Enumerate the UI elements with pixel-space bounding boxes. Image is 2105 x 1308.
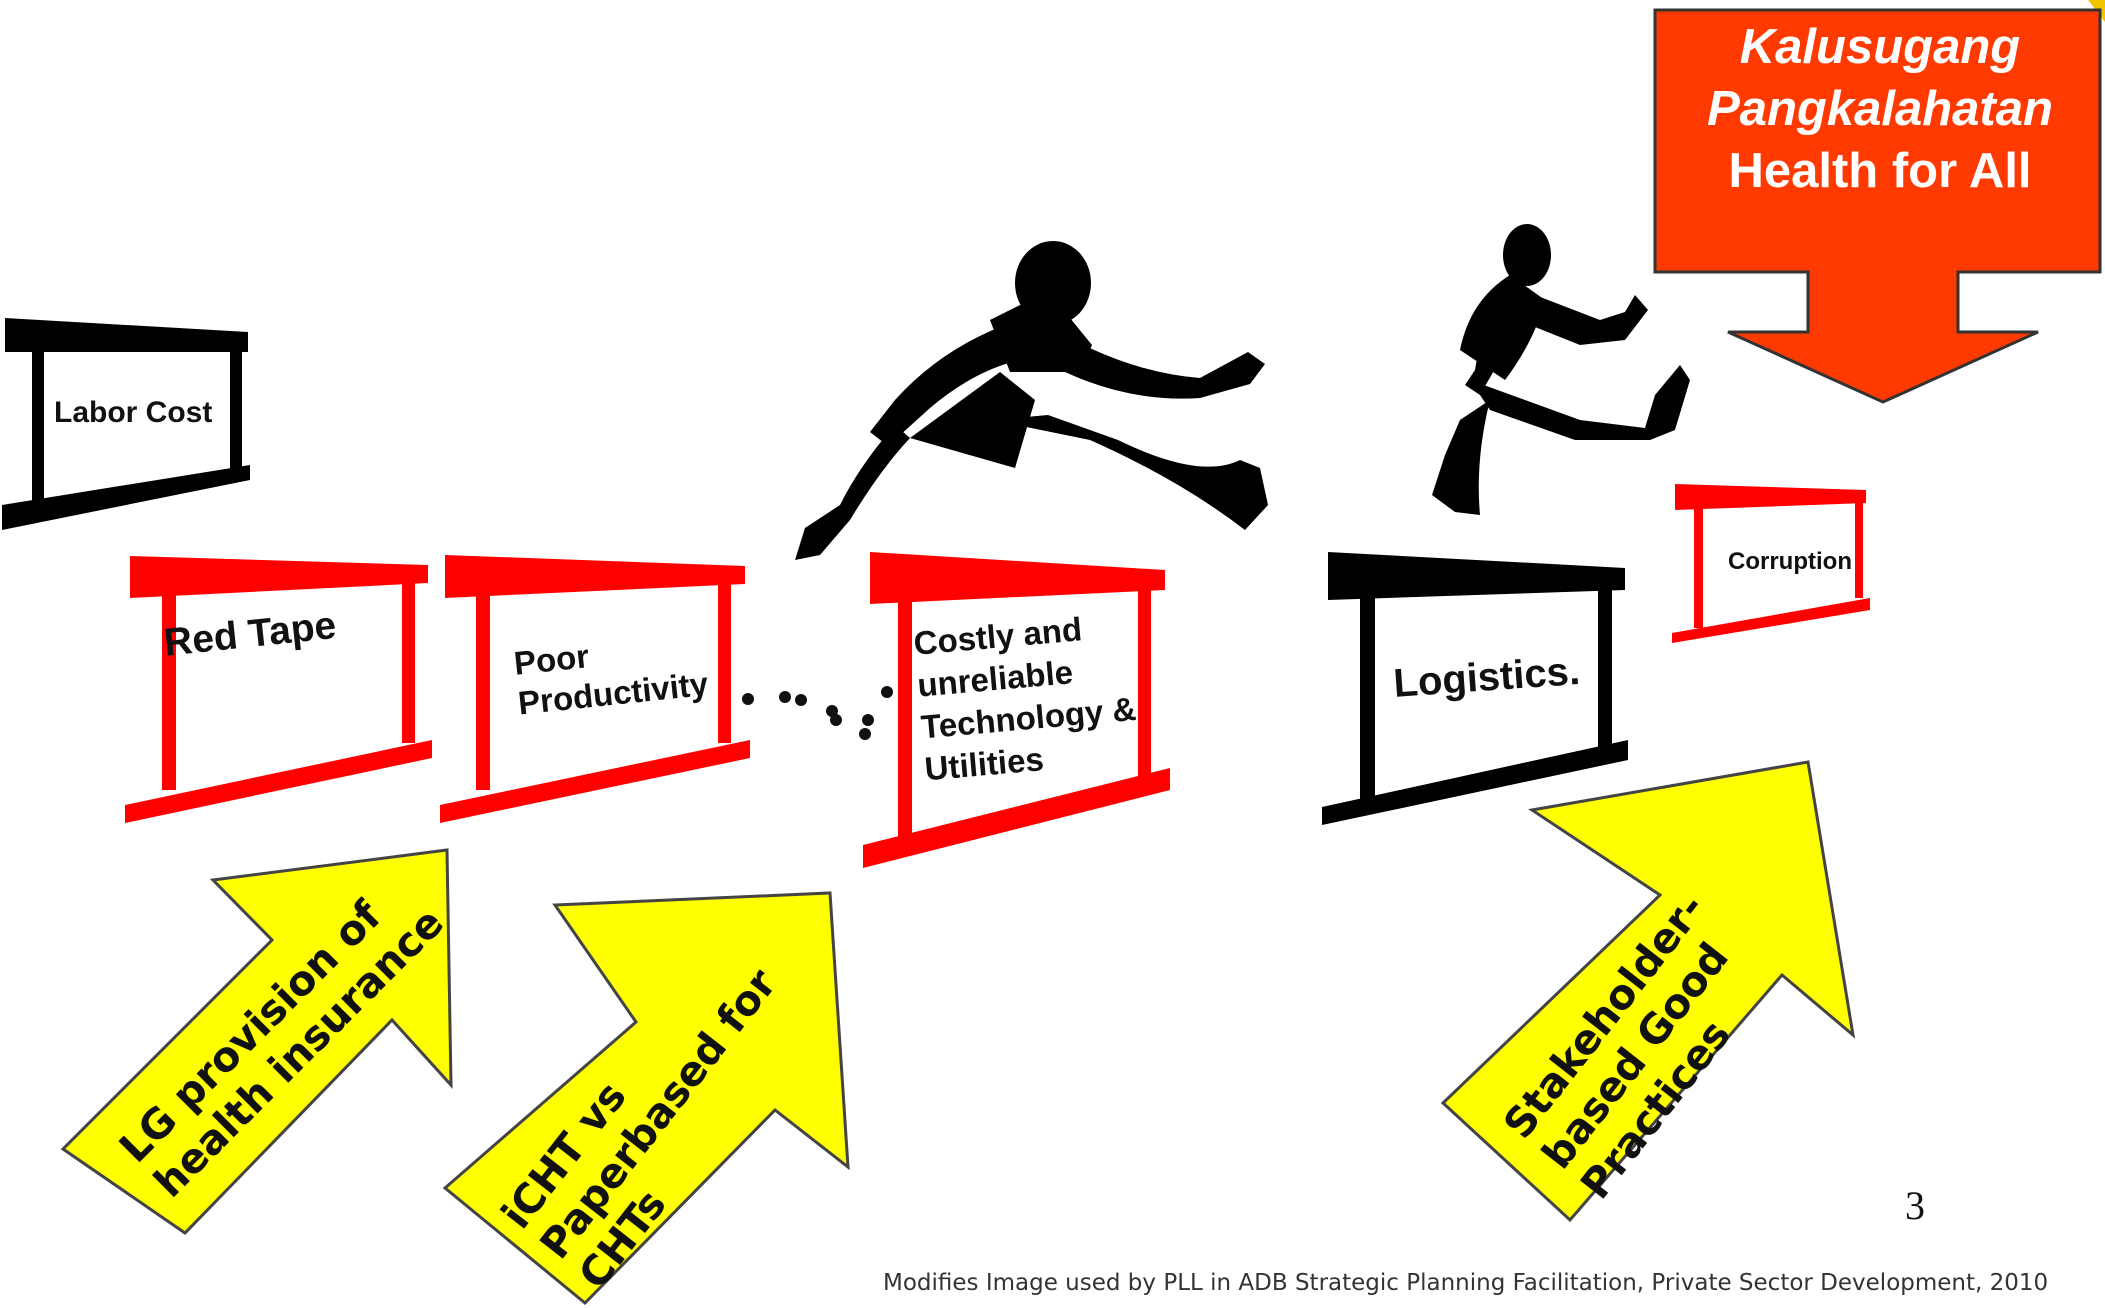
- dotted-path: [742, 686, 893, 740]
- hurdle-label-labor-cost: Labor Cost: [54, 396, 213, 429]
- hurdler-silhouette-2: [1432, 224, 1690, 515]
- hurdler-silhouette-1: [795, 241, 1268, 560]
- page-number: 3: [1905, 1183, 1925, 1228]
- hurdle-red-tape: [125, 556, 432, 823]
- hurdle-label-technology: Costly and unreliable Technology & Utili…: [912, 604, 1142, 790]
- solution-arrow-icht: [442, 891, 850, 1306]
- hurdle-corruption: [1672, 484, 1870, 643]
- solution-arrow-health-insurance: [60, 848, 453, 1235]
- hurdle-logistics: [1322, 552, 1628, 825]
- goal-title-line1: Kalusugang: [1739, 20, 2021, 74]
- hurdle-technology: [863, 552, 1170, 868]
- goal-title-line3: Health for All: [1728, 144, 2032, 198]
- image-credit-caption: Modifies Image used by PLL in ADB Strate…: [883, 1270, 2049, 1296]
- corner-accent: [2088, 0, 2105, 22]
- hurdle-poor-productivity: [440, 555, 750, 823]
- goal-title-line2: Pangkalahatan: [1707, 82, 2053, 136]
- hurdle-label-corruption: Corruption: [1728, 548, 1852, 575]
- goal-banner-arrow: [1653, 8, 2102, 404]
- solution-arrow-good-practices: [1440, 760, 1856, 1223]
- hurdle-labor-cost: [2, 318, 250, 530]
